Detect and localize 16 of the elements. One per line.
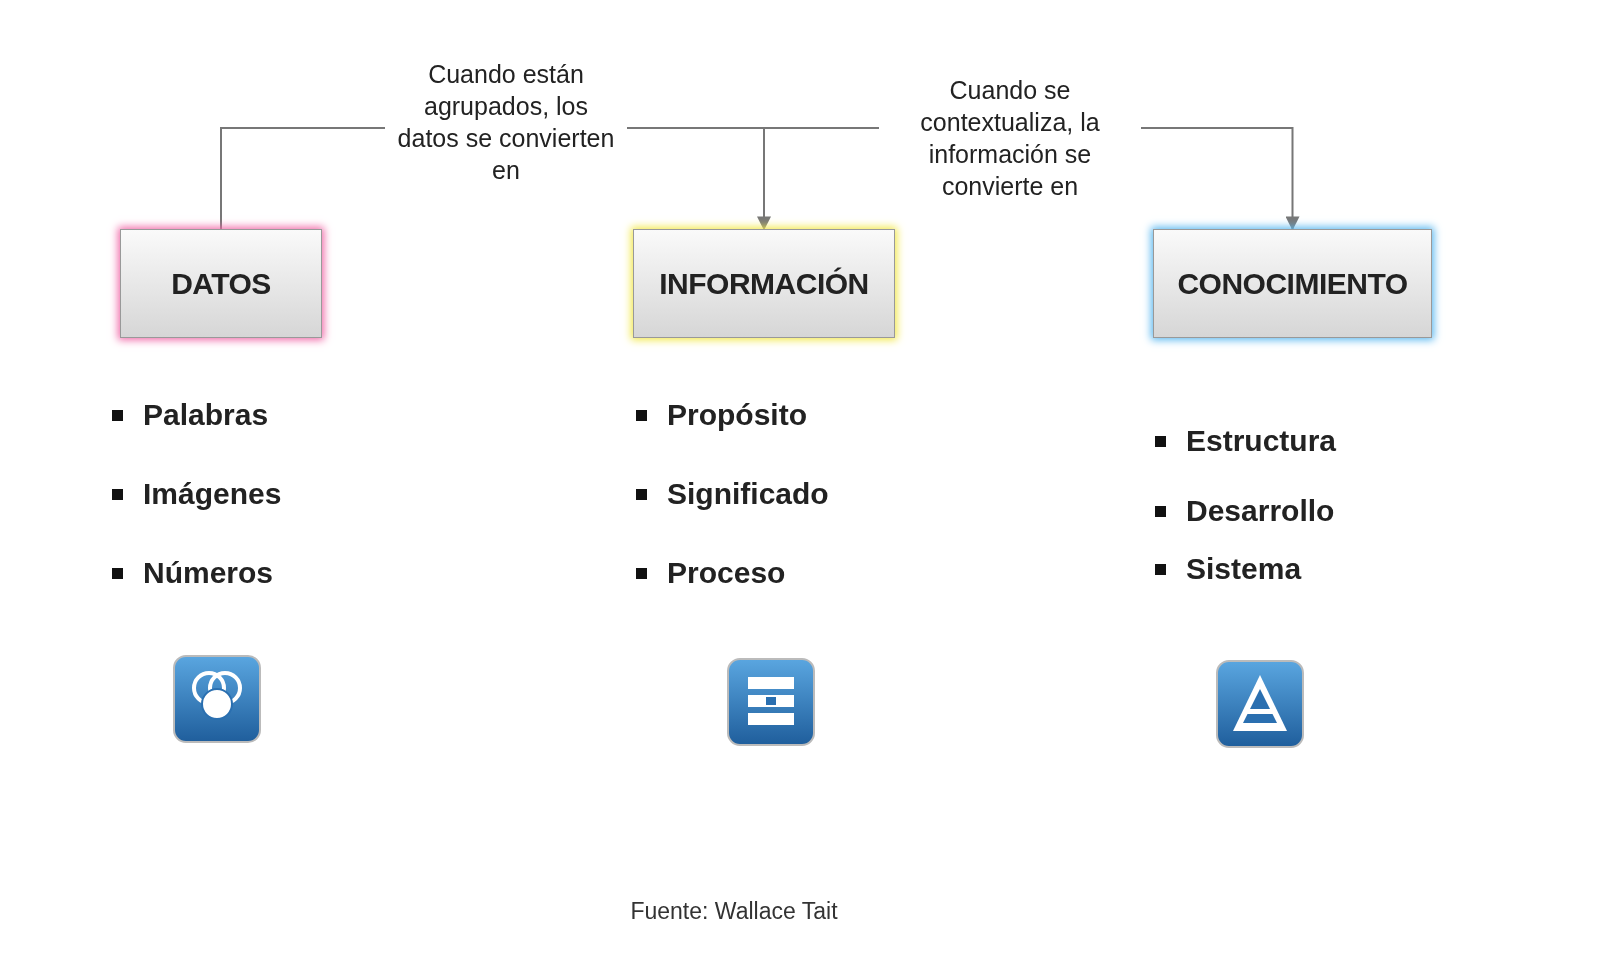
caption: Fuente: Wallace Tait [629,898,839,925]
list-item: Significado [667,477,829,511]
concept-box [633,229,895,338]
node-title: CONOCIMIENTO [1177,266,1408,301]
list-item: Sistema [1186,552,1302,586]
concept-box [120,229,322,338]
node-title: DATOS [171,266,271,301]
concept-box [1153,229,1432,338]
list-item: Estructura [1186,424,1337,458]
list-item: Imágenes [143,477,282,511]
list-item: Proceso [667,556,786,590]
list-item: Desarrollo [1186,494,1335,528]
list-item: Propósito [667,398,807,432]
node-title: INFORMACIÓN [659,266,869,301]
list-item: Números [143,556,274,590]
list-item: Palabras [143,398,269,432]
